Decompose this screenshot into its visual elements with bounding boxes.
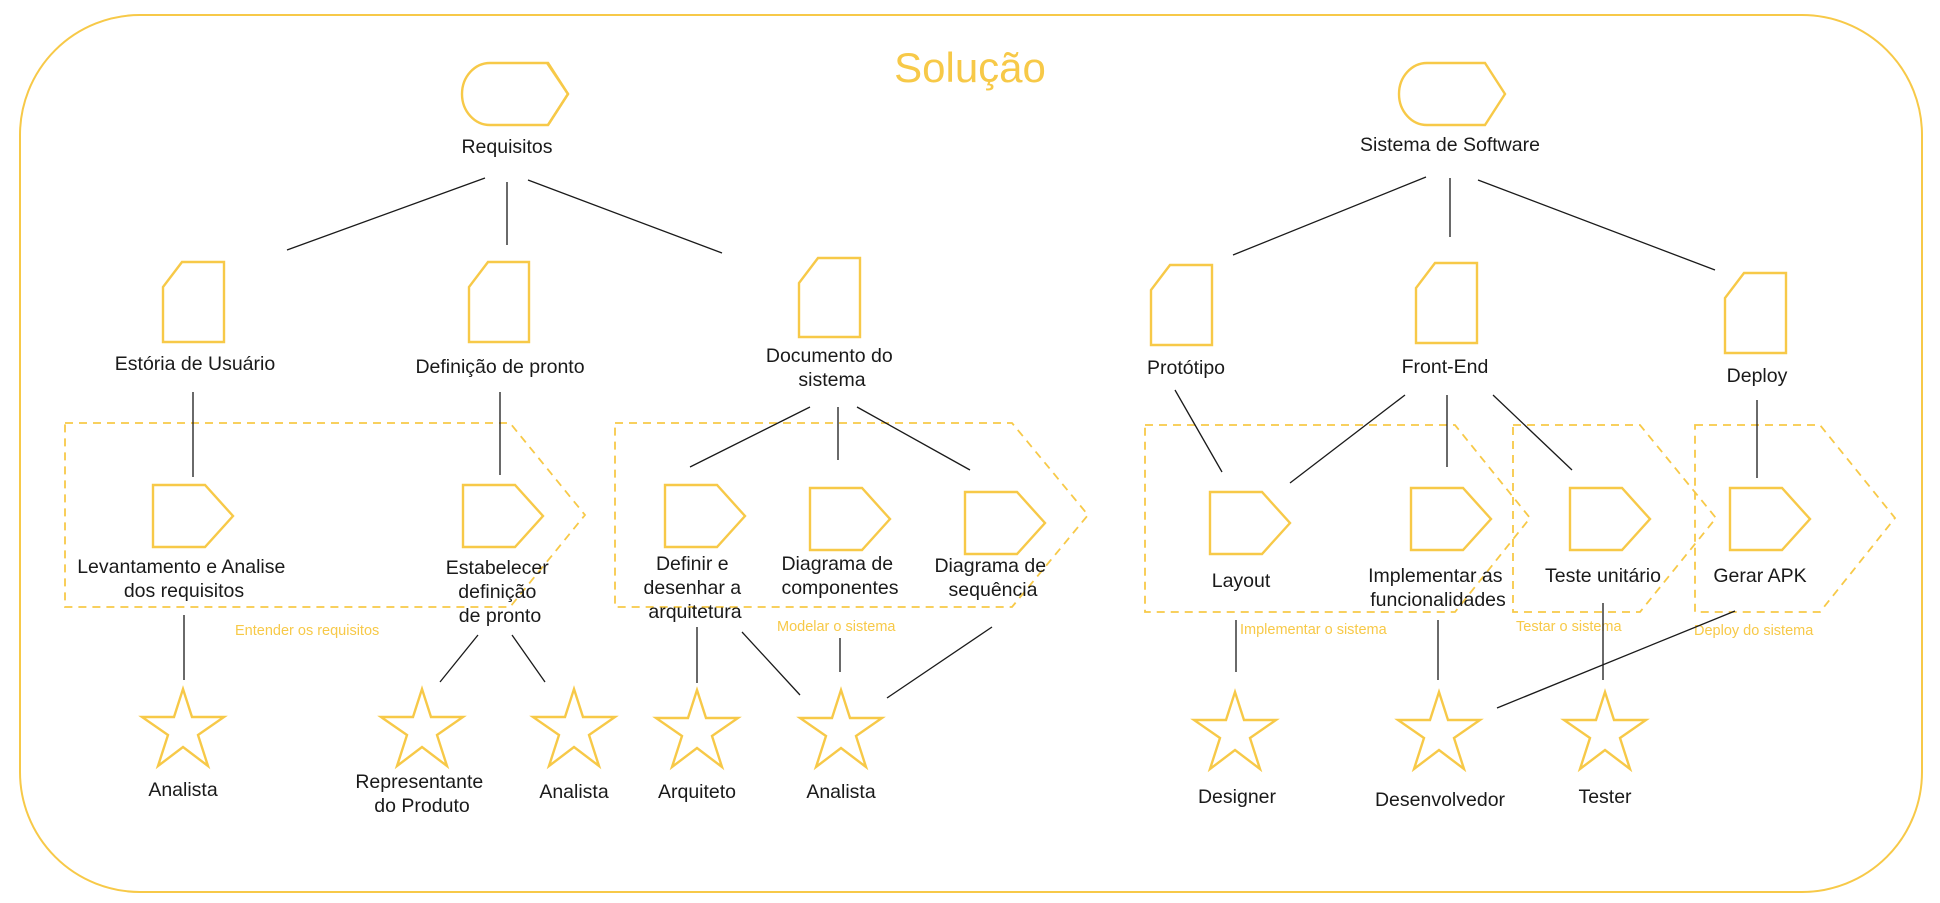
- role-tester-label: Tester: [1578, 786, 1632, 808]
- group-entender-label: Entender os requisitos: [235, 623, 379, 639]
- edge-prototipo-layout: [1174, 389, 1223, 473]
- goal-requisitos-shape: [460, 61, 570, 127]
- task-levantamento-line1: Levantamento e Analise: [77, 556, 285, 578]
- task-componentes-shape: [808, 486, 892, 552]
- task-teste-shape: [1568, 486, 1652, 552]
- group-modelar-outline: [614, 422, 1090, 608]
- artifact-deploy-shape: [1723, 271, 1788, 355]
- task-levantamento-line2: dos requisitos: [124, 580, 245, 602]
- task-estabelecer-line1: Estabelecer: [446, 557, 549, 579]
- artifact-definicao-shape: [467, 260, 531, 344]
- edge-sistema-prototipo: [1232, 176, 1427, 256]
- artifact-documento-label: Documento do sistema: [766, 345, 898, 391]
- role-analista2-label: Analista: [539, 781, 609, 803]
- task-estabelecer-label: Estabelecer definição de pronto: [446, 557, 554, 627]
- artifact-estoria-label: Estória de Usuário: [115, 353, 276, 375]
- goal-requisitos-cross: [546, 62, 569, 95]
- edge-sequencia-analista: [886, 626, 993, 699]
- goal-sistema-shape: [1397, 61, 1507, 127]
- task-teste-label: Teste unitário: [1545, 565, 1661, 587]
- goal-sistema-label: Sistema de Software: [1360, 134, 1540, 156]
- edge-frontend-teste: [1492, 394, 1573, 471]
- goal-requisitos-label: Requisitos: [461, 136, 552, 158]
- artifact-documento-line1: Documento do: [766, 345, 893, 367]
- task-apk-label: Gerar APK: [1713, 565, 1806, 587]
- artifact-documento-line2: sistema: [798, 369, 865, 391]
- edge-requisitos-estoria: [286, 177, 486, 251]
- role-analista3-label: Analista: [806, 781, 876, 803]
- task-estabelecer-line3: de pronto: [459, 605, 542, 627]
- task-estabelecer-line2: definição: [458, 581, 536, 603]
- task-definir-line1: Definir e: [656, 553, 729, 575]
- role-analista1-label: Analista: [148, 779, 218, 801]
- task-componentes-line2: componentes: [781, 577, 898, 599]
- artifact-deploy-label: Deploy: [1727, 365, 1788, 387]
- task-apk-shape: [1728, 486, 1812, 552]
- group-modelar-label: Modelar o sistema: [777, 619, 896, 635]
- task-implementar-shape: [1409, 486, 1493, 552]
- role-representante-label: Representante do Produto: [355, 771, 488, 817]
- edge-frontend-layout: [1289, 394, 1406, 484]
- group-entender-outline: [64, 422, 587, 608]
- role-tester-star-icon: [1560, 688, 1650, 773]
- task-implementar-label: Implementar as funcionalidades: [1368, 565, 1508, 611]
- edge-estabelecer-analista: [511, 634, 546, 683]
- task-definir-label: Definir e desenhar a arquitetura: [644, 553, 747, 623]
- task-componentes-line1: Diagrama de: [781, 553, 893, 575]
- task-definir-line2: desenhar a: [644, 577, 742, 599]
- task-implementar-line1: Implementar as: [1368, 565, 1503, 587]
- role-desenvolvedor-star-icon: [1394, 688, 1484, 773]
- role-representante-line2: do Produto: [374, 795, 470, 817]
- artifact-documento-shape: [797, 256, 862, 339]
- role-designer-star-icon: [1190, 688, 1280, 773]
- role-analista1-star-icon: [138, 685, 228, 770]
- role-designer-label: Designer: [1198, 786, 1277, 808]
- task-sequencia-line1: Diagrama de: [934, 555, 1046, 577]
- group-implementar-outline: [1144, 424, 1532, 613]
- edge-documento-sequencia: [856, 406, 971, 471]
- edge-sistema-deploy: [1477, 179, 1716, 271]
- role-arquiteto-star-icon: [652, 686, 742, 771]
- task-componentes-label: Diagrama de componentes: [781, 553, 898, 599]
- task-definir-shape: [663, 483, 747, 549]
- task-levantamento-label: Levantamento e Analise dos requisitos: [77, 556, 291, 602]
- task-levantamento-shape: [151, 483, 235, 549]
- role-analista2-star-icon: [529, 685, 619, 770]
- artifact-prototipo-label: Protótipo: [1147, 357, 1225, 379]
- edge-definir-analista: [741, 631, 801, 696]
- task-layout-label: Layout: [1212, 570, 1271, 592]
- artifact-definicao-label: Definição de pronto: [415, 356, 584, 378]
- solution-frame: [19, 14, 1923, 893]
- artifact-frontend-shape: [1414, 261, 1479, 345]
- artifact-frontend-label: Front-End: [1402, 356, 1489, 378]
- role-representante-star-icon: [377, 685, 467, 770]
- group-testar-label: Testar o sistema: [1516, 619, 1622, 635]
- task-implementar-line2: funcionalidades: [1370, 589, 1506, 611]
- diagram-title: Solução: [894, 44, 1046, 91]
- role-representante-line1: Representante: [355, 771, 483, 793]
- role-analista3-star-icon: [796, 686, 886, 771]
- role-arquiteto-label: Arquiteto: [658, 781, 736, 803]
- group-deploy-label: Deploy do sistema: [1694, 623, 1814, 639]
- artifact-estoria-shape: [161, 260, 226, 344]
- edge-apk-desenvolvedor: [1496, 610, 1736, 709]
- edge-estabelecer-representante: [439, 634, 479, 683]
- group-deploy-outline: [1694, 424, 1897, 613]
- group-implementar-label: Implementar o sistema: [1240, 622, 1388, 638]
- edge-requisitos-documento: [527, 179, 723, 254]
- edge-documento-definir: [689, 406, 811, 468]
- task-sequencia-shape: [963, 490, 1047, 556]
- goal-requisitos-cross2: [546, 93, 570, 126]
- task-layout-shape: [1208, 490, 1292, 556]
- task-sequencia-line2: sequência: [949, 579, 1038, 601]
- role-desenvolvedor-label: Desenvolvedor: [1375, 789, 1506, 811]
- task-definir-line3: arquitetura: [648, 601, 741, 623]
- task-sequencia-label: Diagrama de sequência: [934, 555, 1051, 601]
- connector-lines: [183, 176, 1758, 709]
- artifact-prototipo-shape: [1149, 263, 1214, 347]
- group-testar-outline: [1512, 424, 1718, 613]
- task-estabelecer-shape: [461, 483, 545, 549]
